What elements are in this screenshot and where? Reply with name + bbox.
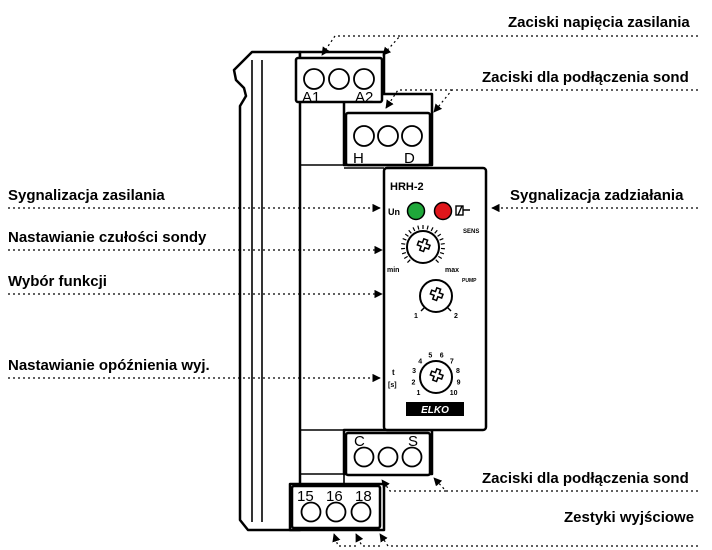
terminal-hole <box>328 68 350 90</box>
callout-labels: Zaciski napięcia zasilania Zaciski dla p… <box>8 14 694 526</box>
knob-tick <box>426 225 429 230</box>
terminal-16-label: 16 <box>326 488 343 505</box>
knob-tick <box>401 242 406 245</box>
delay-scale: 12 345 678 9 10 <box>411 353 460 397</box>
sens-label: SENS <box>463 229 479 235</box>
terminal-hole <box>401 446 423 468</box>
delay-scale-label: 6 <box>440 353 444 360</box>
brand-badge <box>406 402 464 416</box>
knob-tick <box>437 233 442 237</box>
terminal-hole <box>303 68 325 90</box>
function-1-label: 1 <box>414 313 418 320</box>
label-sensitivity: Nastawianie czułości sondy <box>8 229 207 246</box>
knob-tick <box>412 227 416 232</box>
delay-scale-label: 10 <box>450 390 458 397</box>
terminal-hole <box>353 446 375 468</box>
label-power-signal: Sygnalizacja zasilania <box>8 187 165 204</box>
knob-tick <box>430 227 434 232</box>
max-label: max <box>445 267 459 274</box>
label-supply-terminals: Zaciski napięcia zasilania <box>508 14 690 31</box>
relay-symbol-icon <box>455 205 470 216</box>
terminal-hole <box>377 125 399 147</box>
pump-label: PUMP <box>462 278 477 284</box>
delay-scale-label: 2 <box>411 379 415 386</box>
delay-scale-label: 7 <box>450 358 454 365</box>
knob-tick <box>402 238 407 241</box>
terminal-block-probe-top: H D <box>344 111 432 167</box>
terminal-hole <box>325 501 347 523</box>
label-action-signal: Sygnalizacja zadziałania <box>510 187 684 204</box>
terminal-block-output: 15 16 18 <box>290 484 382 530</box>
terminal-hole <box>353 68 375 90</box>
delay-scale-label: 3 <box>412 368 416 375</box>
knob-tick <box>438 255 443 260</box>
function-knob[interactable] <box>419 279 453 313</box>
terminal-block-probe-bottom: C S <box>344 431 432 477</box>
t-label: t <box>392 368 395 377</box>
knob-tick <box>439 238 444 241</box>
knob-tick <box>407 259 411 263</box>
knob-tick <box>408 229 412 234</box>
model-label: HRH-2 <box>390 181 424 193</box>
terminal-15-label: 15 <box>297 488 314 505</box>
terminal-s-label: S <box>408 433 418 450</box>
delay-scale-label: 1 <box>416 390 420 397</box>
terminal-18-label: 18 <box>355 488 372 505</box>
relay-led <box>433 201 453 221</box>
un-label: Un <box>388 207 400 217</box>
power-led <box>406 201 426 221</box>
terminal-c-label: C <box>354 433 365 450</box>
knob-tick <box>417 225 420 230</box>
knob-tick <box>403 255 408 260</box>
terminal-d-label: D <box>404 150 415 167</box>
front-panel: HRH-2 Un SENS min max PUMP 1 2 t [s] <box>344 166 488 432</box>
seconds-unit-label: [s] <box>388 382 397 389</box>
label-probe-terminals-bottom: Zaciski dla podłączenia sond <box>482 470 689 487</box>
terminal-h-label: H <box>353 150 364 167</box>
brand-logo: ELKO <box>421 405 449 416</box>
knob-tick <box>439 251 445 255</box>
label-probe-terminals-top: Zaciski dla podłączenia sond <box>482 69 689 86</box>
label-output-contacts: Zestyki wyjściowe <box>564 509 694 526</box>
knob-tick <box>434 229 438 234</box>
terminal-hole <box>350 501 372 523</box>
sensitivity-knob[interactable] <box>401 225 445 264</box>
terminal-hole <box>401 125 423 147</box>
function-2-label: 2 <box>454 313 458 320</box>
terminal-a1-label: A1 <box>302 89 320 106</box>
delay-scale-label: 5 <box>428 353 432 360</box>
delay-knob[interactable] <box>419 360 453 394</box>
delay-scale-label: 9 <box>457 379 461 386</box>
terminal-block-supply: A1 A2 <box>294 56 384 106</box>
knob-tick <box>440 242 445 245</box>
knob-ticks <box>401 225 445 263</box>
terminal-hole <box>300 501 322 523</box>
knob-tick <box>404 233 409 237</box>
delay-scale-label: 8 <box>456 368 460 375</box>
label-delay: Nastawianie opóźnienia wyj. <box>8 357 210 374</box>
leader-lines <box>8 35 698 547</box>
knob-tick <box>401 251 407 255</box>
min-label: min <box>387 267 399 274</box>
terminal-a2-label: A2 <box>355 89 373 106</box>
label-function-select: Wybór funkcji <box>8 273 107 290</box>
terminal-hole <box>353 125 375 147</box>
knob-tick <box>435 259 439 263</box>
terminal-hole <box>377 446 399 468</box>
delay-scale-label: 4 <box>418 358 422 365</box>
